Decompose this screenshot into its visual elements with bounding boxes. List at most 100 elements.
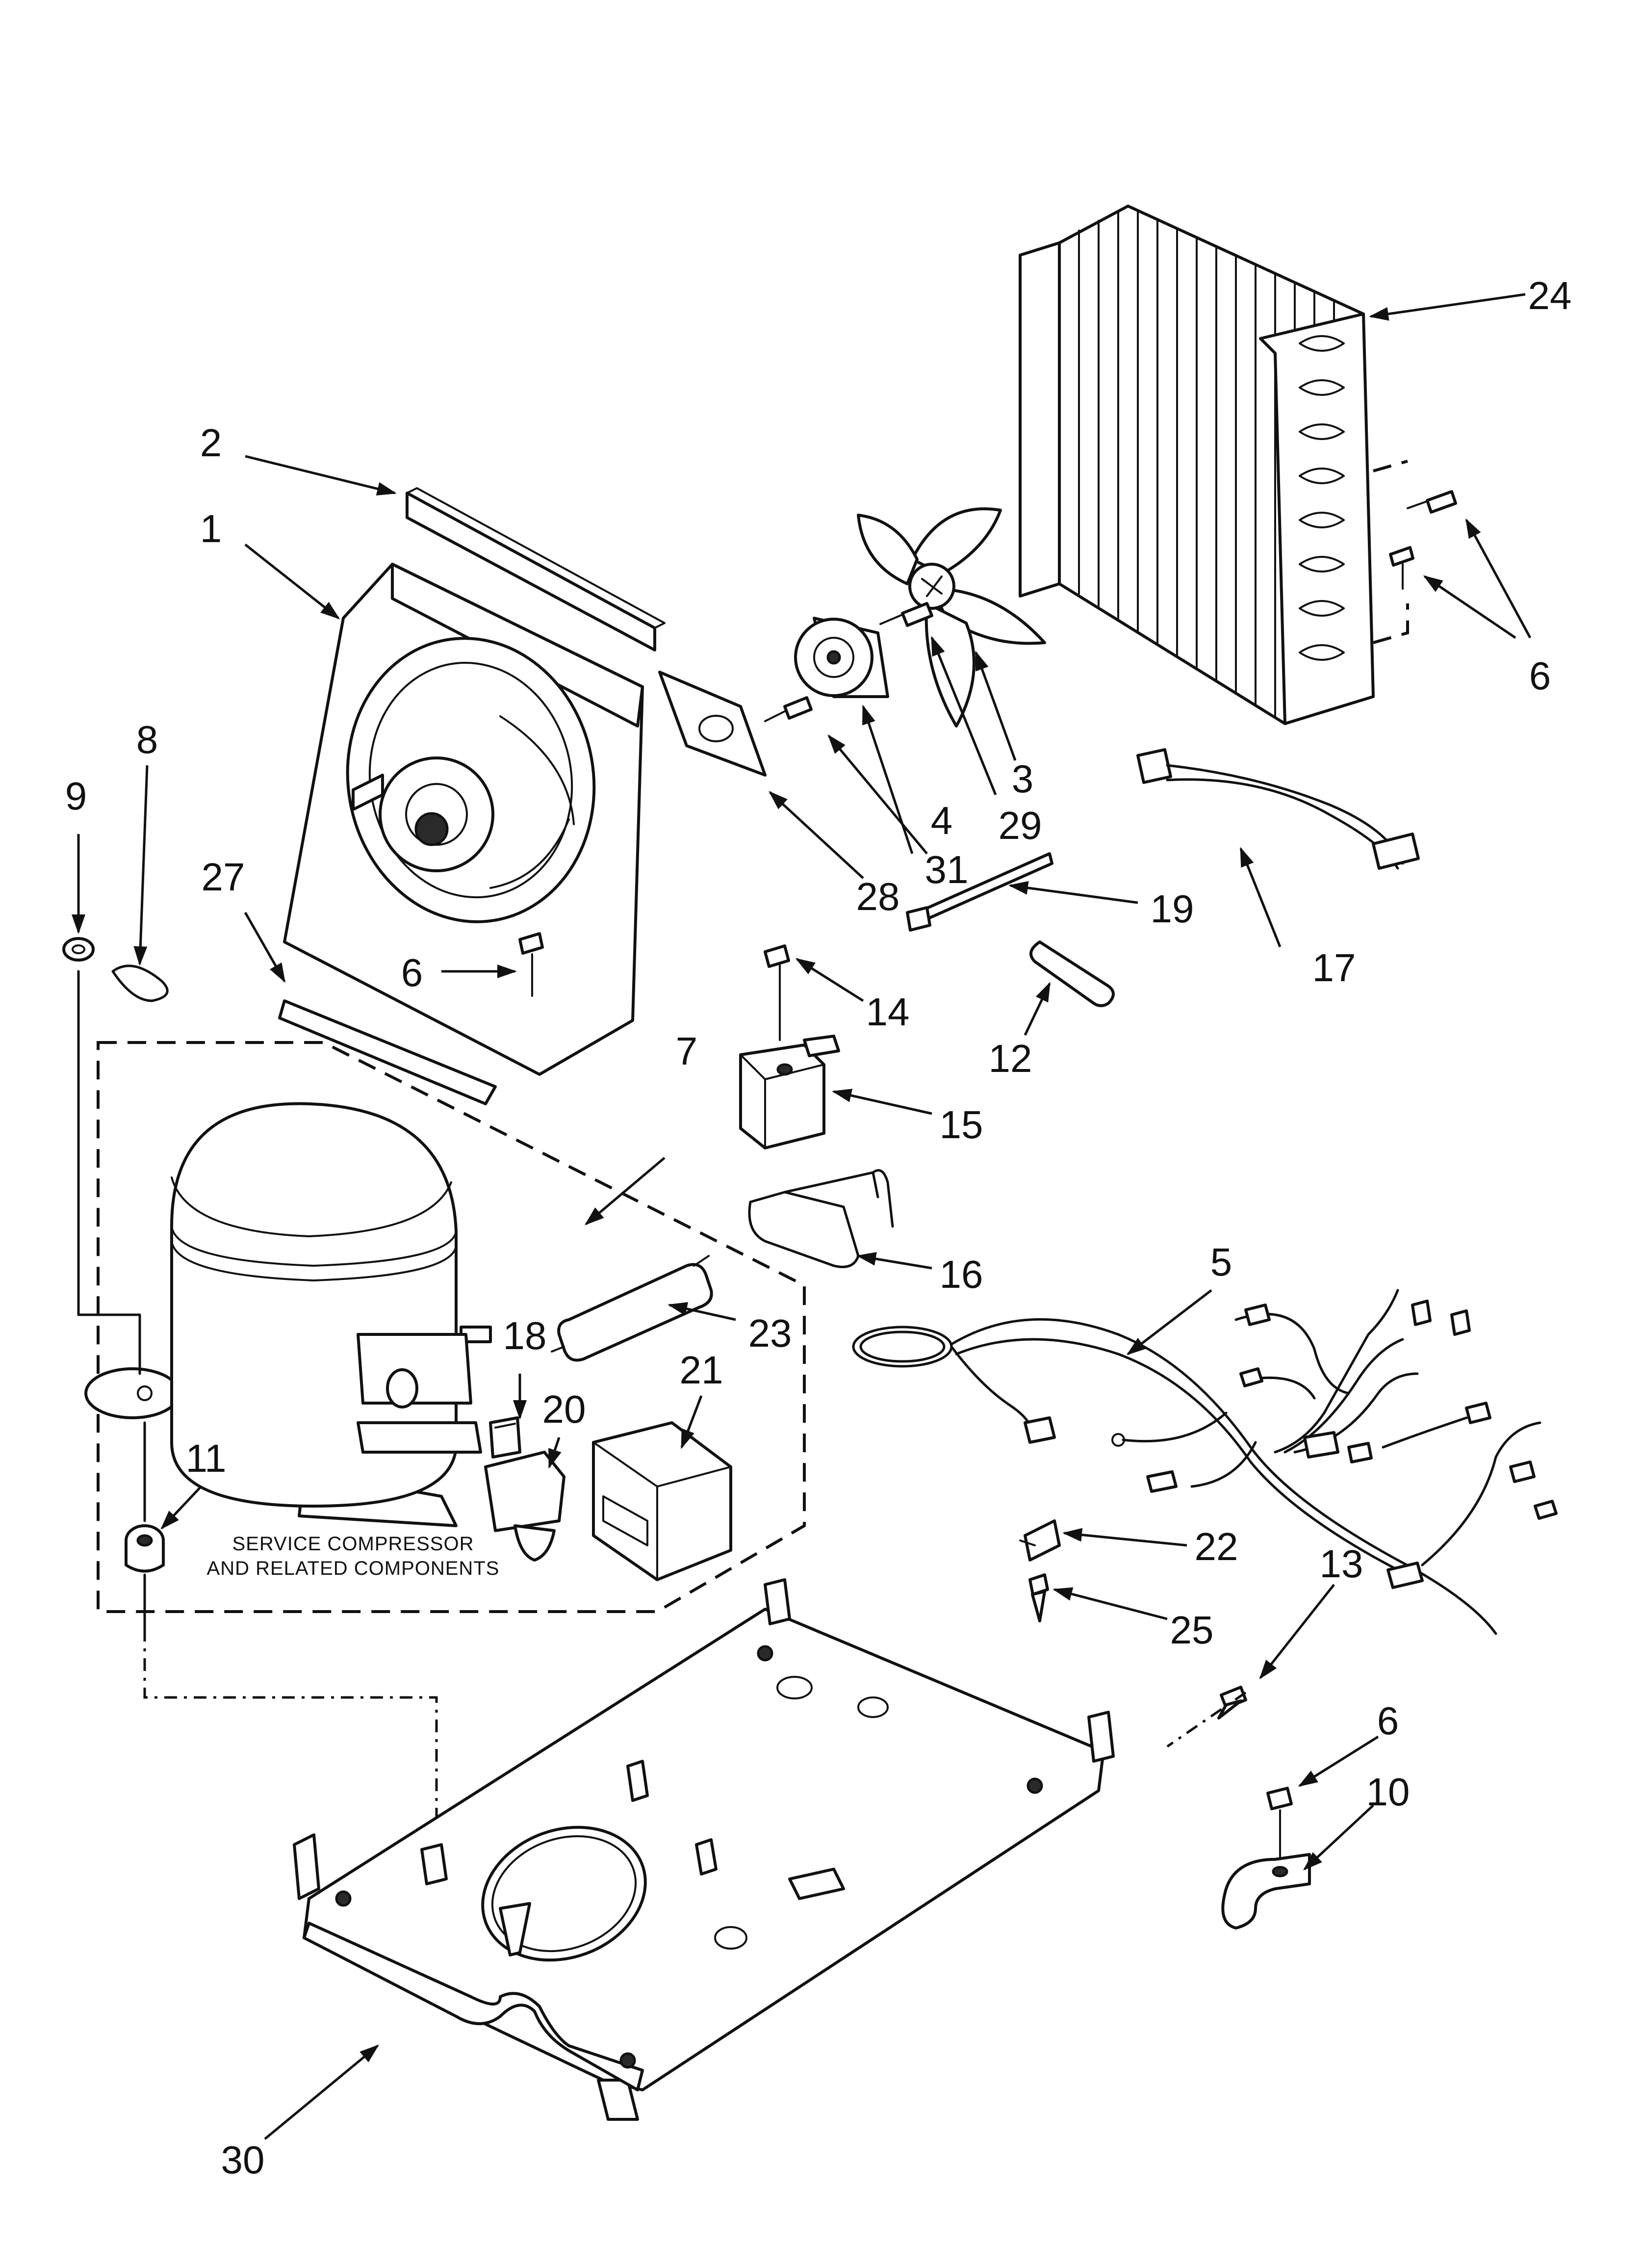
relay-part-20 xyxy=(484,1451,565,1562)
leader-29 xyxy=(930,636,997,795)
leader-3 xyxy=(975,651,1017,761)
callout-29: 29 xyxy=(999,804,1042,847)
clamp-part-10 xyxy=(1221,1853,1311,1929)
screw-part-6-clamp xyxy=(1266,1787,1293,1860)
service-note: SERVICE COMPRESSOR AND RELATED COMPONENT… xyxy=(207,1533,500,1579)
screw-part-6-shroud xyxy=(518,932,544,997)
gasket-strip-part-2 xyxy=(406,487,666,652)
callout-14: 14 xyxy=(866,990,910,1034)
compressor-service-group xyxy=(84,1102,492,1527)
callout-8: 8 xyxy=(136,718,158,761)
callout-numbers: 2 1 24 6 3 29 4 31 28 19 17 12 14 15 16 … xyxy=(65,274,1572,2182)
fan-shroud-part-1 xyxy=(283,563,644,1076)
leader-7 xyxy=(584,1157,666,1225)
leader-24 xyxy=(1369,293,1526,321)
leader-16 xyxy=(856,1252,932,1270)
callout-31: 31 xyxy=(925,848,969,891)
callout-5: 5 xyxy=(1210,1240,1232,1284)
callout-20: 20 xyxy=(542,1387,586,1431)
leader-17 xyxy=(1239,847,1282,947)
clip-part-8 xyxy=(111,965,169,1002)
callout-25: 25 xyxy=(1170,1608,1214,1652)
screw-part-14 xyxy=(764,944,790,1041)
screw-part-25 xyxy=(1028,1573,1049,1622)
leader-6-condenser-a xyxy=(1465,518,1532,639)
leader-lines xyxy=(72,293,1532,2140)
tube-part-12 xyxy=(1029,940,1115,1007)
callout-9: 9 xyxy=(65,774,87,818)
assembly-line-base-b xyxy=(143,1629,438,1825)
wire-harness-part-5 xyxy=(852,1289,1558,1635)
service-note-line-2: AND RELATED COMPONENTS xyxy=(207,1558,500,1579)
assembly-line-9 xyxy=(77,970,141,1375)
callout-6-shroud: 6 xyxy=(401,951,423,994)
callout-4: 4 xyxy=(931,799,953,842)
callout-24: 24 xyxy=(1528,274,1572,317)
leader-4 xyxy=(862,704,914,854)
leader-20 xyxy=(548,1437,562,1469)
screw-part-6-condenser-b xyxy=(1389,546,1414,590)
service-group-outline xyxy=(97,1041,806,1613)
callout-17: 17 xyxy=(1312,946,1356,990)
tie-wrap-part-19 xyxy=(906,852,1053,932)
callout-12: 12 xyxy=(989,1037,1032,1080)
leader-27 xyxy=(244,912,286,983)
leader-19 xyxy=(1008,881,1138,904)
callout-2: 2 xyxy=(200,421,222,465)
callout-16: 16 xyxy=(940,1252,983,1296)
condenser-part-24 xyxy=(1019,205,1457,725)
leader-21 xyxy=(680,1395,703,1449)
screw-part-6-condenser-a xyxy=(1407,490,1457,514)
callout-15: 15 xyxy=(940,1103,983,1147)
fan-blade-part-3 xyxy=(857,507,1046,728)
callout-10: 10 xyxy=(1366,1770,1410,1814)
screw-part-29 xyxy=(879,602,933,627)
leader-25 xyxy=(1052,1587,1168,1620)
mount-plate-part-28 xyxy=(658,671,767,777)
callout-19: 19 xyxy=(1151,887,1194,931)
callout-6-condenser: 6 xyxy=(1529,654,1551,698)
leader-22 xyxy=(1062,1528,1187,1547)
leader-1 xyxy=(244,544,340,620)
leader-6-condenser-b xyxy=(1423,575,1516,639)
base-pan-part-30 xyxy=(293,1578,1115,2121)
leader-15 xyxy=(832,1089,932,1115)
leader-10 xyxy=(1303,1804,1374,1871)
bracket-part-16 xyxy=(748,1169,894,1268)
grommet-part-9 xyxy=(62,937,95,962)
callout-3: 3 xyxy=(1012,757,1034,801)
leader-8 xyxy=(133,765,149,966)
cover-part-21 xyxy=(592,1421,732,1581)
callout-30: 30 xyxy=(221,2138,265,2182)
screw-part-13 xyxy=(1166,1686,1247,1748)
callout-6-clamp: 6 xyxy=(1377,1699,1399,1743)
grommet-part-11 xyxy=(125,1524,165,1573)
leader-30 xyxy=(264,2044,380,2140)
callout-18: 18 xyxy=(503,1314,547,1357)
callout-21: 21 xyxy=(680,1348,723,1392)
leader-12 xyxy=(1024,982,1051,1036)
fan-motor-part-4 xyxy=(794,617,889,698)
callout-1: 1 xyxy=(200,507,222,550)
screw-part-31 xyxy=(764,696,813,722)
bracket-strip-part-27 xyxy=(278,999,497,1105)
service-note-line-1: SERVICE COMPRESSOR xyxy=(232,1533,474,1555)
leader-13 xyxy=(1259,1584,1335,1680)
overload-part-18 xyxy=(489,1416,521,1459)
callout-13: 13 xyxy=(1320,1542,1363,1586)
leader-5 xyxy=(1126,1289,1212,1356)
clip-part-22 xyxy=(1019,1519,1061,1562)
leader-23 xyxy=(667,1302,736,1321)
leader-14 xyxy=(795,958,864,1002)
callout-11: 11 xyxy=(185,1436,226,1480)
callout-7: 7 xyxy=(676,1029,698,1073)
callout-28: 28 xyxy=(856,875,900,918)
callout-22: 22 xyxy=(1195,1525,1238,1568)
leader-2 xyxy=(245,455,397,495)
leader-31 xyxy=(827,734,928,855)
wire-harness-part-17 xyxy=(1136,748,1420,870)
drier-part-23 xyxy=(551,1255,713,1362)
callout-27: 27 xyxy=(202,855,245,899)
leader-6-clamp xyxy=(1298,1735,1379,1787)
